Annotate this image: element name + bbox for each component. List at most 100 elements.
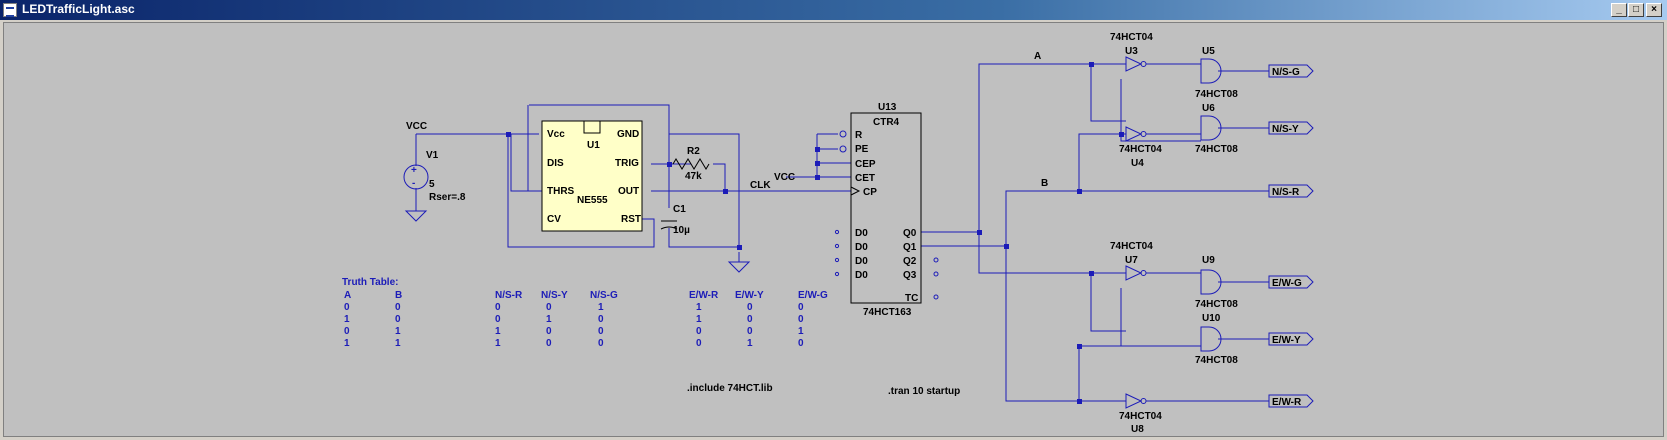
- truth-table-cell: 1: [495, 326, 501, 337]
- pin-q0: Q0: [903, 228, 917, 239]
- u1-part: NE555: [577, 195, 608, 206]
- output-ns-r: N/S-R: [1272, 187, 1300, 198]
- pin-d0-a: D0: [855, 228, 868, 239]
- and-gate-u5[interactable]: [1200, 58, 1222, 84]
- net-a-label: A: [1034, 51, 1041, 62]
- u10-part: 74HCT08: [1195, 355, 1238, 366]
- truth-table-cell: 0: [747, 302, 753, 313]
- schematic-drawing: + -: [342, 32, 1314, 435]
- inverter-u3[interactable]: [1125, 56, 1147, 72]
- truth-table-cell: 1: [546, 314, 552, 325]
- minimize-button[interactable]: _: [1611, 3, 1627, 17]
- pin-trig: TRIG: [615, 158, 639, 169]
- pin-d0-d: D0: [855, 270, 868, 281]
- r2-name: R2: [687, 146, 700, 157]
- truth-table-cell: 1: [344, 314, 350, 325]
- u5-name: U5: [1202, 46, 1215, 57]
- truth-table-header: N/S-R: [495, 290, 523, 301]
- capacitor-c1[interactable]: [660, 220, 678, 230]
- truth-table-cell: 0: [546, 338, 552, 349]
- pin-d0-c: D0: [855, 256, 868, 267]
- truth-table-cell: 0: [798, 338, 804, 349]
- truth-table-cell: 1: [598, 302, 604, 313]
- pin-cp: CP: [863, 187, 877, 198]
- counter-u13[interactable]: [850, 112, 922, 304]
- net-b-label: B: [1041, 178, 1048, 189]
- u6-part: 74HCT08: [1195, 144, 1238, 155]
- u13-type: CTR4: [873, 117, 900, 128]
- output-ns-g: N/S-G: [1272, 67, 1300, 78]
- pin-rst: RST: [621, 214, 641, 225]
- truth-table-cell: 1: [395, 326, 401, 337]
- truth-table-cell: 0: [798, 302, 804, 313]
- clk-label: CLK: [750, 180, 771, 191]
- clock-input-icon: [850, 186, 861, 196]
- inverter-u7[interactable]: [1125, 265, 1147, 281]
- u8-part: 74HCT04: [1119, 411, 1162, 422]
- pin-circles: [834, 130, 939, 300]
- truth-table-header: E/W-R: [689, 290, 719, 301]
- schematic-canvas[interactable]: + -: [3, 22, 1664, 437]
- truth-table-header: N/S-G: [590, 290, 618, 301]
- u10-name: U10: [1202, 313, 1221, 324]
- u4-name: U4: [1131, 158, 1144, 169]
- truth-table-header: A: [344, 290, 351, 301]
- v1-rser: Rser=.8: [429, 192, 466, 203]
- output-ew-y: E/W-Y: [1272, 335, 1301, 346]
- v1-value: 5: [429, 179, 435, 190]
- u5-part: 74HCT08: [1195, 89, 1238, 100]
- output-ports: [1268, 64, 1314, 408]
- pin-cv: CV: [547, 214, 561, 225]
- truth-table-title: Truth Table:: [342, 277, 398, 288]
- window-title: LEDTrafficLight.asc: [22, 2, 135, 16]
- wires: [415, 63, 1269, 402]
- u8-name: U8: [1131, 424, 1144, 435]
- voltage-source-v1[interactable]: + -: [403, 164, 429, 190]
- truth-table-cell: 1: [395, 338, 401, 349]
- include-directive[interactable]: .include 74HCT.lib: [687, 383, 773, 394]
- schematic-file-icon: [3, 3, 17, 17]
- ground-icon: [404, 210, 428, 222]
- pin-cet: CET: [855, 173, 875, 184]
- pin-q1: Q1: [903, 242, 917, 253]
- truth-table-cell: 0: [598, 314, 604, 325]
- truth-table-cell: 1: [747, 338, 753, 349]
- truth-table-cell: 0: [798, 314, 804, 325]
- r2-value: 47k: [685, 171, 702, 182]
- resistor-r2[interactable]: [672, 158, 710, 170]
- u7-part: 74HCT04: [1110, 241, 1153, 252]
- junctions: [506, 62, 1124, 404]
- svg-text:+: +: [411, 165, 417, 176]
- title-bar[interactable]: LEDTrafficLight.asc _ □ ×: [0, 0, 1667, 20]
- inverter-u4[interactable]: [1125, 126, 1147, 142]
- vcc-label-1: VCC: [406, 121, 427, 132]
- pin-tc: TC: [905, 293, 918, 304]
- and-gate-u9[interactable]: [1200, 269, 1222, 295]
- u9-name: U9: [1202, 255, 1215, 266]
- and-gate-u10[interactable]: [1200, 326, 1222, 352]
- u3-part: 74HCT04: [1110, 32, 1153, 43]
- v1-name: V1: [426, 150, 439, 161]
- truth-table-cell: 1: [696, 314, 702, 325]
- close-button[interactable]: ×: [1646, 3, 1662, 17]
- maximize-button[interactable]: □: [1628, 3, 1644, 17]
- tran-directive[interactable]: .tran 10 startup: [888, 386, 960, 397]
- pin-cep: CEP: [855, 159, 876, 170]
- u4-part: 74HCT04: [1119, 144, 1162, 155]
- u13-name: U13: [878, 102, 897, 113]
- inverter-u8[interactable]: [1125, 393, 1147, 409]
- truth-table-header: B: [395, 290, 402, 301]
- pin-q3: Q3: [903, 270, 917, 281]
- u9-part: 74HCT08: [1195, 299, 1238, 310]
- truth-table-cell: 0: [395, 302, 401, 313]
- truth-table-cell: 1: [798, 326, 804, 337]
- u3-name: U3: [1125, 46, 1138, 57]
- and-gate-u6[interactable]: [1200, 115, 1222, 141]
- truth-table-header: N/S-Y: [541, 290, 568, 301]
- truth-table-cell: 1: [344, 338, 350, 349]
- truth-table-cell: 0: [598, 326, 604, 337]
- u7-name: U7: [1125, 255, 1138, 266]
